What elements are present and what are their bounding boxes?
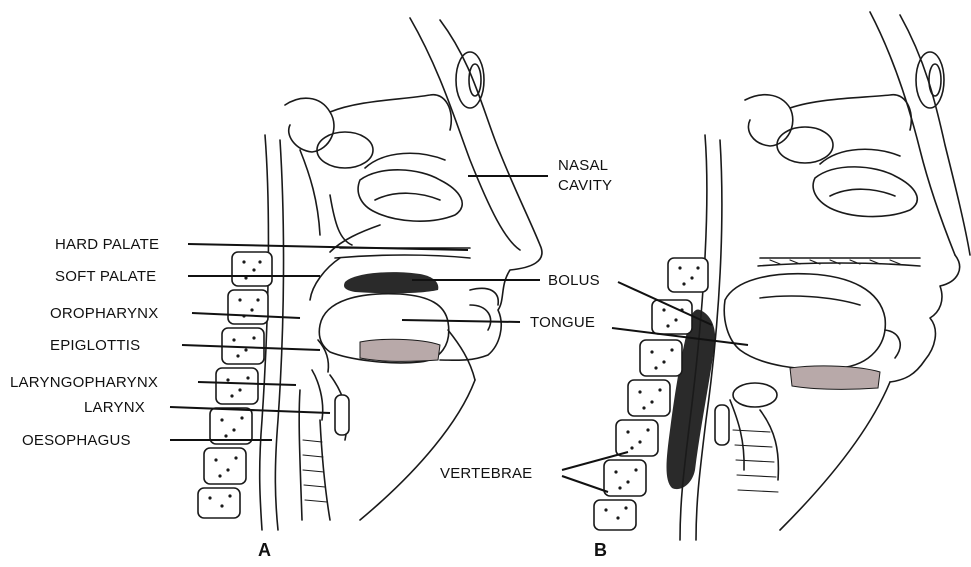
label-soft-palate: SOFT PALATE — [55, 268, 156, 285]
leader-hard-palate — [188, 244, 468, 250]
label-laryngopharynx: LARYNGOPHARYNX — [10, 374, 158, 391]
label-oesophagus: OESOPHAGUS — [22, 432, 131, 449]
panel-a-drawing — [198, 18, 542, 530]
panel-b-drawing — [594, 12, 970, 540]
panel-b-labels: VERTEBRAE B — [440, 465, 607, 560]
label-tongue: TONGUE — [530, 314, 595, 331]
panel-a-labels: NASAL CAVITY HARD PALATE SOFT PALATE BOL… — [10, 157, 612, 560]
label-hard-palate: HARD PALATE — [55, 236, 159, 253]
leader-tongue — [402, 320, 520, 322]
label-nasal: NASAL — [558, 157, 608, 174]
panel-letter-a: A — [258, 540, 271, 560]
label-epiglottis: EPIGLOTTIS — [50, 337, 140, 354]
label-oropharynx: OROPHARYNX — [50, 305, 158, 322]
label-bolus: BOLUS — [548, 272, 600, 289]
panel-letter-b: B — [594, 540, 607, 560]
label-larynx: LARYNX — [84, 399, 145, 416]
leader-vertebrae-2 — [562, 476, 608, 492]
label-cavity: CAVITY — [558, 177, 612, 194]
label-vertebrae: VERTEBRAE — [440, 465, 532, 482]
